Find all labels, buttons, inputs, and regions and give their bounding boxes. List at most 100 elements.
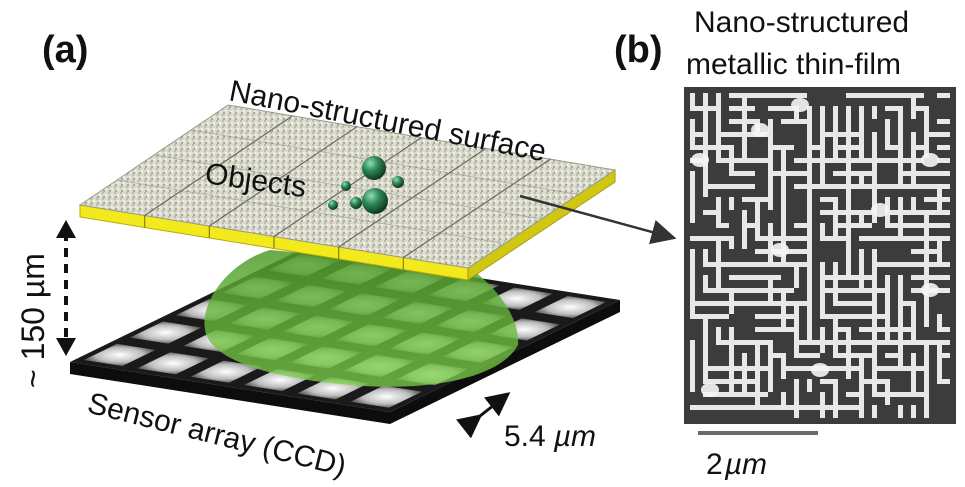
sem-feature [898, 132, 903, 145]
sem-feature [742, 392, 755, 397]
sem-feature [924, 249, 929, 262]
sem-feature [885, 132, 890, 145]
sem-particle [921, 153, 939, 167]
sphere [362, 156, 386, 180]
sem-feature [833, 379, 838, 392]
sem-feature [716, 392, 755, 397]
sem-feature [924, 106, 929, 119]
sem-feature [755, 327, 794, 332]
sem-feature [794, 262, 799, 275]
sem-feature [911, 366, 916, 379]
sem-feature [859, 301, 872, 306]
sensor-array-side [70, 300, 620, 424]
sem-feature [716, 223, 729, 228]
sem-feature [729, 340, 768, 345]
distance-arrow-head-top [56, 220, 76, 238]
sem-feature [911, 197, 916, 210]
sem-feature [937, 249, 942, 262]
sem-feature [859, 171, 864, 184]
sem-feature [872, 249, 877, 288]
sem-feature [729, 132, 768, 137]
sem-feature [794, 184, 833, 189]
sem-feature [911, 405, 916, 418]
sem-feature [742, 132, 747, 158]
sem-feature [846, 93, 872, 98]
sem-feature [794, 236, 807, 241]
sem-feature [742, 405, 755, 410]
sem-feature [937, 327, 950, 332]
sem-feature [859, 379, 872, 384]
sem-feature [781, 327, 794, 332]
sem-feature [742, 184, 755, 189]
sensor-pixel [534, 295, 607, 319]
sem-feature [794, 275, 799, 288]
nano-surface-slab [78, 104, 617, 281]
sem-particle [791, 98, 809, 112]
sem-feature [859, 223, 872, 228]
sem-feature [859, 106, 864, 145]
sem-feature [820, 301, 825, 314]
panel-b-title-line2: metallic thin-film [686, 48, 901, 81]
sem-feature [768, 405, 807, 410]
pixel-size-value: 5.4 [504, 420, 546, 453]
scale-bar-value: 2 [706, 448, 723, 481]
sem-feature [690, 275, 695, 314]
sem-feature [885, 145, 898, 150]
sphere [328, 200, 338, 210]
sem-feature [846, 184, 859, 189]
sem-feature [833, 197, 838, 236]
sem-feature [794, 301, 799, 327]
sem-feature [911, 184, 924, 189]
scale-bar-label: 2µm [706, 448, 767, 481]
sem-feature [755, 197, 760, 236]
sem-feature [820, 197, 833, 202]
sem-feature [742, 158, 768, 163]
sem-feature [924, 353, 929, 366]
sem-feature [885, 353, 898, 358]
sem-feature [885, 119, 890, 132]
sem-feature [833, 106, 838, 119]
sem-feature [833, 119, 838, 158]
sem-feature [859, 249, 864, 288]
sem-feature [898, 353, 903, 366]
sem-feature [937, 145, 950, 150]
sem-feature [898, 340, 903, 353]
sem-feature [872, 158, 877, 184]
sem-feature [768, 158, 773, 197]
sem-feature [833, 223, 846, 228]
sem-feature [690, 340, 695, 366]
sem-feature [703, 210, 716, 215]
sem-feature [872, 93, 885, 98]
sem-feature [807, 132, 812, 171]
sem-feature [846, 392, 859, 397]
sem-feature [807, 327, 812, 340]
sem-feature [716, 405, 742, 410]
sem-feature [768, 171, 807, 176]
sem-feature [781, 262, 794, 267]
sem-feature [924, 288, 929, 327]
sem-feature [768, 288, 781, 293]
sem-particle [921, 283, 939, 297]
sem-feature [833, 327, 846, 332]
sem-feature [872, 366, 911, 371]
sensor-pixel [350, 385, 423, 408]
sem-feature [690, 197, 695, 210]
sem-image [684, 87, 956, 424]
sem-feature [742, 366, 768, 371]
sem-feature [898, 275, 903, 314]
sem-features [690, 93, 950, 418]
sem-feature [911, 106, 924, 111]
sem-feature [781, 145, 786, 158]
sem-feature [911, 210, 950, 215]
sem-feature [911, 236, 924, 241]
sem-feature [872, 106, 877, 119]
sem-feature [937, 353, 950, 358]
sem-feature [872, 184, 877, 197]
sem-feature [794, 340, 807, 345]
sem-particle [691, 153, 709, 167]
sem-feature [911, 171, 950, 176]
sem-feature [846, 327, 851, 366]
sem-feature [794, 93, 807, 98]
sem-feature [742, 210, 747, 249]
zoom-pointer-arrow [519, 194, 677, 245]
